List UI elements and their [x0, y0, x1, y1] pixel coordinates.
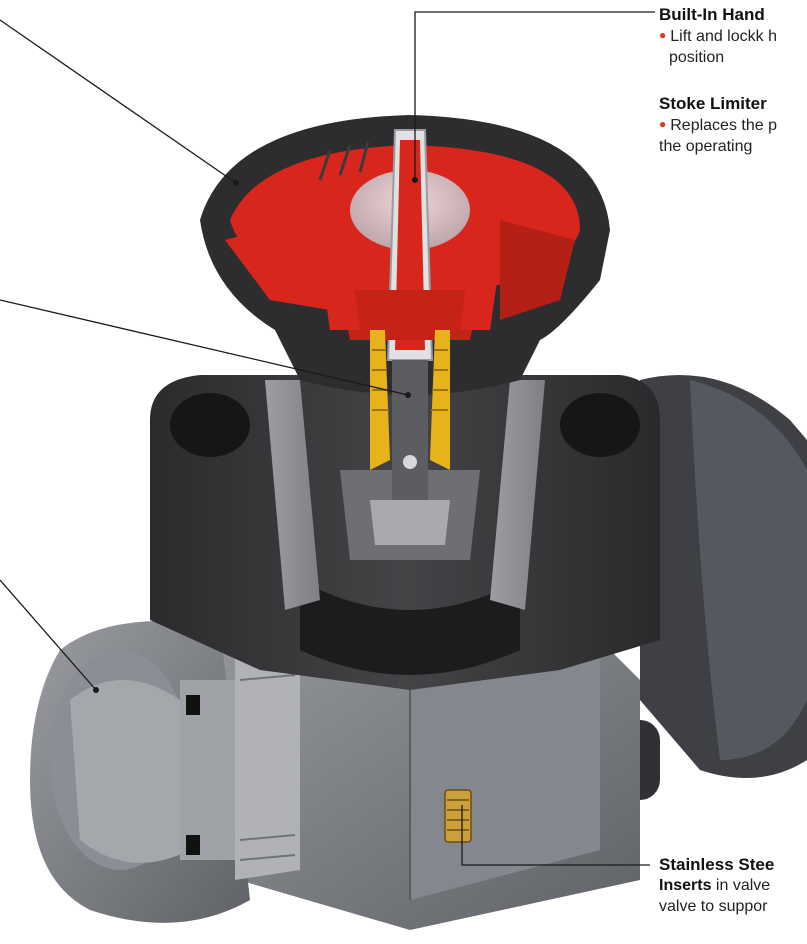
callout-handwheel: Built-In Hand ●Lift and lockk h position: [659, 4, 777, 68]
leader-handwheel-top: [414, 11, 655, 180]
spindle-assembly: [320, 129, 500, 361]
left-inlet-pipe: [30, 620, 300, 923]
callout-inserts-title: Stainless Stee: [659, 855, 775, 874]
threaded-bushing: [370, 330, 450, 500]
callout-inserts-bold: Inserts: [659, 877, 712, 894]
leader-handwheel-body: [0, 19, 237, 184]
leader-insert: [461, 805, 650, 866]
callout-inserts-line-1: Inserts in valve: [659, 875, 774, 896]
callout-stroke-limiter-title: Stoke Limiter: [659, 94, 767, 113]
leader-union: [0, 579, 97, 691]
callout-stroke-limiter-text-1: Replaces the p: [670, 117, 777, 134]
leader-lines: [0, 11, 655, 866]
callout-handwheel-title: Built-In Hand: [659, 5, 765, 24]
bonnet-cut-section: [265, 380, 545, 610]
callout-inserts: Stainless Stee Inserts in valve valve to…: [659, 854, 774, 917]
callout-inserts-rest: in valve: [711, 877, 771, 894]
callout-stroke-limiter-line-2: the operating: [659, 138, 753, 155]
callout-inserts-line-2: valve to suppor: [659, 898, 768, 915]
callout-handwheel-text-1: Lift and lockk h: [670, 28, 777, 45]
bullet-icon: ●: [659, 28, 667, 42]
callout-handwheel-line-2: position: [669, 49, 725, 66]
leader-dots: [93, 177, 418, 693]
stainless-steel-insert: [444, 789, 472, 843]
callout-handwheel-line-1: ●Lift and lockk h: [659, 25, 777, 47]
callout-stroke-limiter: Stoke Limiter ●Replaces the p the operat…: [659, 93, 777, 157]
leader-stem: [0, 299, 409, 396]
callout-stroke-limiter-line-1: ●Replaces the p: [659, 114, 777, 136]
bullet-icon: ●: [659, 117, 667, 131]
